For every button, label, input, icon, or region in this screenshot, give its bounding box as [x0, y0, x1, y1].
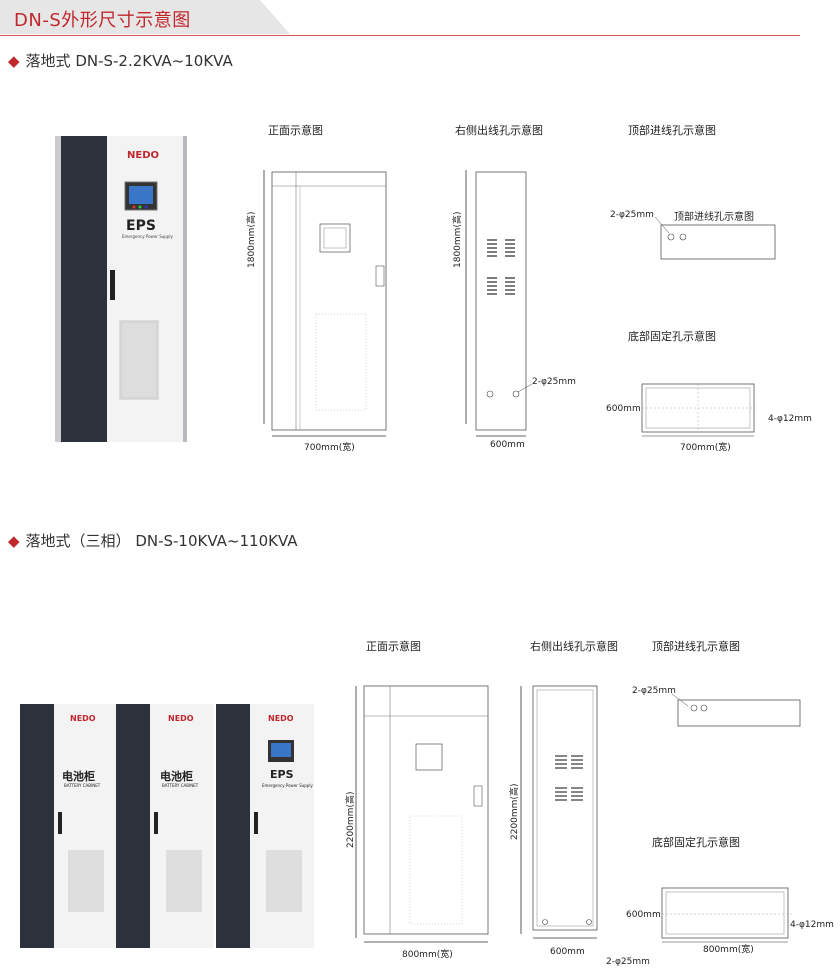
- section2-heading-text: 落地式（三相） DN-S-10KVA~110KVA: [25, 532, 298, 550]
- s1-front-drawing: [263, 170, 387, 437]
- s2-bottom-hole: 4-φ12mm: [790, 920, 834, 930]
- s2-cab1-sublabel: BATTERY CABINET: [64, 783, 101, 788]
- s1-bottom-hole: 4-φ12mm: [768, 414, 812, 424]
- s2-cab2-brand: NEDO: [168, 714, 194, 723]
- s1-top-inner-title: 顶部进线孔示意图: [674, 212, 754, 223]
- title-tab: [0, 0, 290, 34]
- s2-cab1-label: 电池柜: [62, 770, 95, 783]
- s1-top-title: 顶部进线孔示意图: [628, 124, 716, 137]
- s2-bottom-title: 底部固定孔示意图: [652, 836, 740, 849]
- section1-cabinet-photo: [55, 136, 187, 442]
- section1-cabinet-brand: NEDO: [127, 150, 160, 161]
- s2-front-width: 800mm(宽): [402, 950, 453, 960]
- section2-cabinets-photo: [20, 704, 314, 948]
- s2-top-title: 顶部进线孔示意图: [652, 640, 740, 653]
- s2-side-hole: 2-φ25mm: [606, 957, 650, 967]
- s2-front-height: 2200mm(高): [346, 791, 356, 848]
- s1-front-width: 700mm(宽): [304, 443, 355, 453]
- s1-front-title: 正面示意图: [268, 124, 323, 137]
- s2-side-title: 右侧出线孔示意图: [530, 640, 618, 653]
- s2-cab1-brand: NEDO: [70, 714, 96, 723]
- s2-cab2-label: 电池柜: [160, 770, 193, 783]
- s2-side-width: 600mm: [550, 947, 585, 957]
- s2-cab3-sublabel: Emergency Power Supply: [262, 783, 313, 788]
- s1-top-hole: 2-φ25mm: [610, 210, 654, 220]
- s2-cab2-sublabel: BATTERY CABINET: [162, 783, 199, 788]
- s1-bottom-title: 底部固定孔示意图: [628, 330, 716, 343]
- s2-front-drawing: [355, 685, 489, 943]
- s1-bottom-depth: 600mm: [606, 404, 641, 414]
- s2-top-drawing: [672, 693, 801, 727]
- s1-bottom-width: 700mm(宽): [680, 443, 731, 453]
- s2-cab3-brand: NEDO: [268, 714, 294, 723]
- s2-bottom-drawing: [658, 887, 792, 943]
- s2-bottom-depth: 600mm: [626, 910, 661, 920]
- section2-heading: ◆ 落地式（三相） DN-S-10KVA~110KVA: [8, 530, 298, 551]
- s2-side-drawing: [520, 685, 598, 939]
- section1-cabinet-sublabel: Emergency Power Supply: [122, 234, 173, 239]
- s1-side-hole: 2-φ25mm: [532, 377, 576, 387]
- s1-side-title: 右侧出线孔示意图: [455, 124, 543, 137]
- diamond-icon: ◆: [8, 52, 20, 70]
- s2-top-hole: 2-φ25mm: [632, 686, 676, 696]
- s1-side-height: 1800mm(高): [453, 211, 463, 268]
- diamond-icon: ◆: [8, 532, 20, 550]
- s2-front-title: 正面示意图: [366, 640, 421, 653]
- s1-side-width: 600mm: [490, 440, 525, 450]
- page-title: DN-S外形尺寸示意图: [14, 10, 191, 31]
- title-divider: [0, 35, 800, 36]
- s2-side-height: 2200mm(高): [510, 783, 520, 840]
- s1-top-drawing: [655, 216, 776, 260]
- s1-side-drawing: [465, 170, 533, 437]
- s2-bottom-width: 800mm(宽): [703, 945, 754, 955]
- s1-bottom-drawing: [638, 383, 758, 437]
- section1-cabinet-label: EPS: [126, 218, 156, 234]
- section1-heading-text: 落地式 DN-S-2.2KVA~10KVA: [25, 52, 233, 70]
- s1-front-height: 1800mm(高): [247, 211, 257, 268]
- s2-cab3-label: EPS: [270, 768, 294, 781]
- section1-heading: ◆ 落地式 DN-S-2.2KVA~10KVA: [8, 50, 233, 71]
